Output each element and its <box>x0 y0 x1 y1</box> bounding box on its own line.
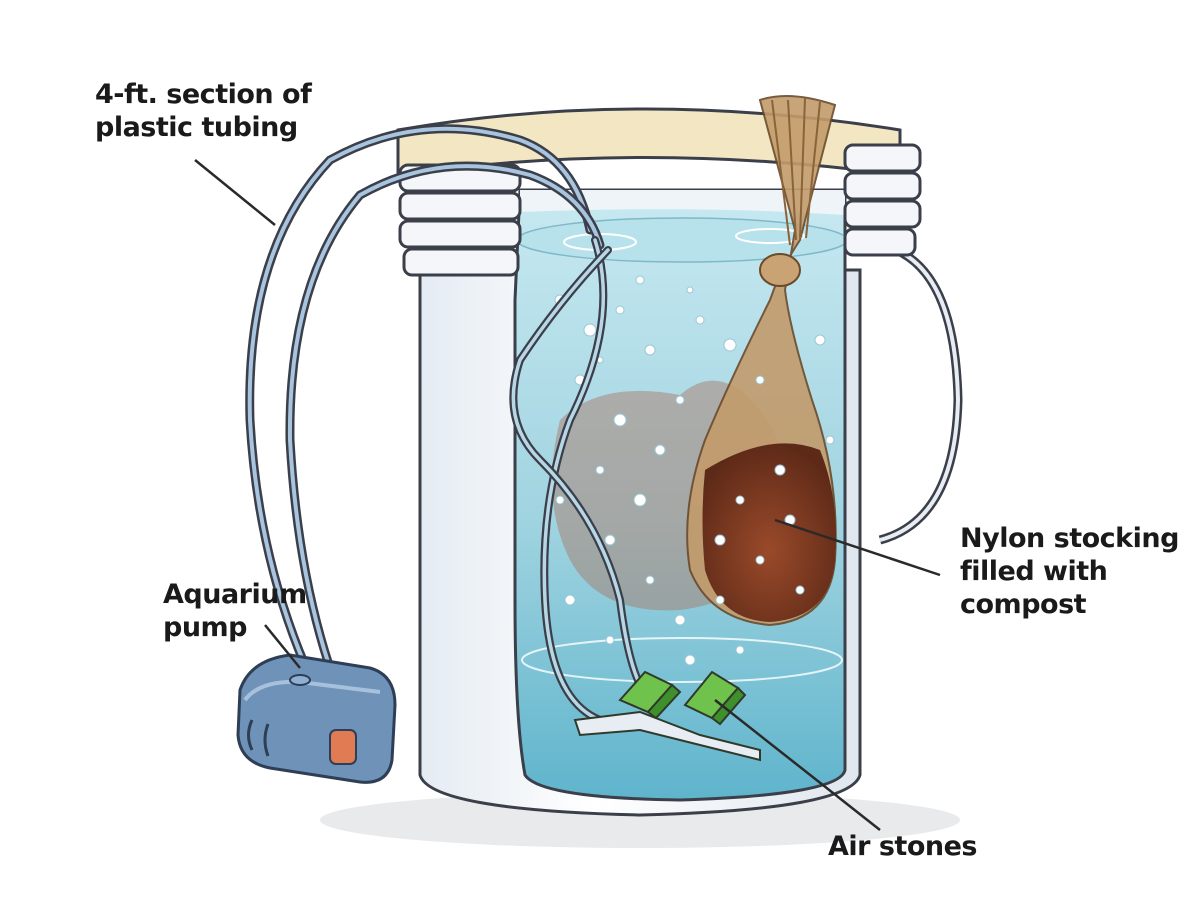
air-stones <box>573 670 761 762</box>
label-nylon-stocking-line1: Nylon stocking <box>960 523 1179 554</box>
label-air-stones-line1: Air stones <box>828 831 978 862</box>
label-aquarium-pump-line2: pump <box>163 612 248 643</box>
label-aquarium-pump: Aquarium pump <box>163 578 307 644</box>
plastic-tubing <box>245 124 654 750</box>
bucket-rim-ridges-right <box>843 143 922 257</box>
label-plastic-tubing-line1: 4-ft. section of <box>95 79 312 110</box>
label-nylon-stocking: Nylon stocking filled with compost <box>960 522 1179 621</box>
compost-fill <box>702 443 836 622</box>
label-plastic-tubing: 4-ft. section of plastic tubing <box>95 78 312 144</box>
ground-shadow <box>320 792 960 848</box>
leader-lines <box>194 159 941 831</box>
label-aquarium-pump-line1: Aquarium <box>163 579 307 610</box>
label-plastic-tubing-line2: plastic tubing <box>95 112 298 143</box>
label-air-stones: Air stones <box>828 830 978 863</box>
aquarium-pump <box>236 653 397 784</box>
bucket-rim-ridges-left <box>398 163 522 277</box>
stocking-knot <box>759 253 801 287</box>
bucket-handle <box>878 240 963 545</box>
label-nylon-stocking-line2: filled with <box>960 556 1108 587</box>
label-nylon-stocking-line3: compost <box>960 589 1087 620</box>
